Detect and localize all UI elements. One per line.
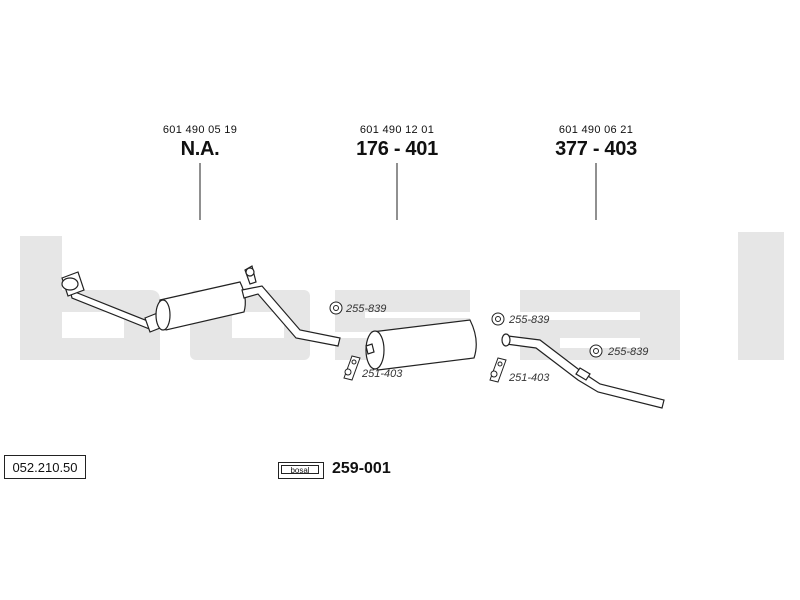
- kit-number[interactable]: 259-001: [332, 460, 391, 477]
- rear-pipe: [501, 333, 665, 409]
- kit-badge: bosal: [278, 462, 324, 479]
- part-number-3[interactable]: 377 - 403: [555, 138, 637, 160]
- diagram-id: 052.210.50: [4, 455, 86, 479]
- oem-number-2: 601 490 12 01: [359, 124, 435, 136]
- oem-number-3: 601 490 06 21: [558, 124, 634, 136]
- rubber-mount-ref-3[interactable]: 255-839: [608, 346, 649, 358]
- rubber-mount-ref-2[interactable]: 255-839: [509, 314, 550, 326]
- rubber-mount-icon: [329, 301, 603, 358]
- part-number-1[interactable]: N.A.: [180, 138, 220, 160]
- centre-muffler: [365, 319, 477, 371]
- rubber-mount-ref-1[interactable]: 255-839: [346, 303, 387, 315]
- clamp-ref-1[interactable]: 251-403: [362, 368, 403, 380]
- part-number-2[interactable]: 176 - 401: [356, 138, 438, 160]
- oem-number-1: 601 490 05 19: [162, 124, 238, 136]
- clamp-ref-2[interactable]: 251-403: [509, 372, 550, 384]
- front-section: [61, 265, 341, 347]
- kit-badge-label: bosal: [281, 465, 319, 475]
- clamp-icon: [343, 355, 507, 383]
